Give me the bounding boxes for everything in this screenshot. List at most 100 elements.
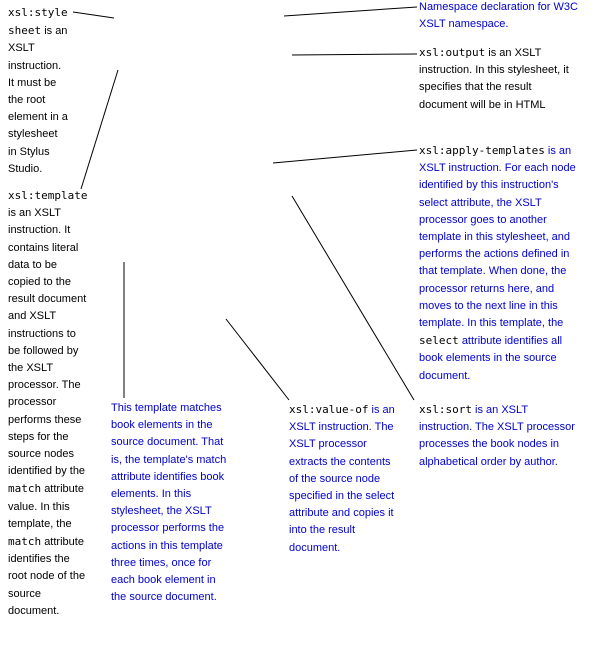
leader-line-output	[291, 53, 418, 56]
code-xsl-style: xsl:style	[8, 6, 68, 19]
note-line: data to be	[8, 258, 57, 271]
note-line: book elements in the	[111, 419, 213, 432]
note-text: is an XSLT	[488, 47, 542, 59]
note-line: actions in this template	[111, 539, 223, 552]
note-text: is an	[44, 25, 68, 38]
note-line: specifies that the result	[419, 81, 532, 94]
code-xsl-output: xsl:output	[419, 46, 486, 59]
note-output: xsl:output is an XSLT instruction. In th…	[419, 44, 599, 114]
note-line: source nodes	[8, 448, 75, 461]
note-line: identified by this instruction's	[419, 179, 559, 192]
leader-line-stylesheet	[72, 11, 115, 19]
note-line: processor. The	[8, 379, 81, 392]
code-sheet: sheet	[8, 24, 42, 38]
note-line: be followed by	[8, 344, 79, 357]
leader-line-namespace	[283, 6, 418, 17]
note-line: stylesheet, the XSLT	[111, 505, 212, 518]
note-text: is an	[371, 404, 395, 416]
note-line: It must be	[8, 76, 57, 89]
note-line: result document	[8, 293, 87, 306]
note-line: is, the template's match	[111, 453, 227, 466]
note-line: processor goes to another	[419, 213, 547, 226]
note-line: template in this stylesheet, and	[419, 231, 571, 244]
note-line: identified by the	[8, 465, 86, 478]
note-line: moves to the next line in this	[419, 299, 558, 312]
note-stylesheet: xsl:style sheet is an XSLT instruction. …	[8, 4, 88, 178]
note-line: instruction. The XSLT processor	[419, 421, 575, 434]
code-xsl-apply-templates: xsl:apply-templates	[419, 144, 545, 157]
note-line: stylesheet	[8, 128, 58, 141]
note-line: attribute and copies it	[289, 507, 394, 520]
note-line: attribute identifies book	[111, 470, 225, 483]
note-line: that template. When done, the	[419, 265, 567, 278]
code-xsl-template: xsl:template	[8, 189, 88, 202]
note-text: attribute	[44, 483, 84, 496]
note-line: root node of the	[8, 570, 86, 583]
note-line: instructions to	[8, 327, 76, 340]
note-text: attribute	[44, 536, 84, 549]
note-line: Studio.	[8, 162, 43, 175]
note-line: instruction. In this stylesheet, it	[419, 64, 569, 77]
note-line: processor returns here, and	[419, 282, 555, 295]
note-line: template, the	[8, 517, 72, 530]
leader-line-sort	[291, 195, 415, 401]
note-line: elements. In this	[111, 488, 192, 501]
note-line: book elements in the source	[419, 352, 557, 365]
note-line: processor performs the	[111, 522, 225, 535]
note-line: extracts the contents	[289, 455, 391, 468]
note-text: attribute identifies all	[461, 335, 563, 348]
note-line: the source document.	[111, 591, 217, 604]
note-line: document.	[289, 541, 341, 554]
note-line: processor	[8, 396, 57, 409]
note-text: is an XSLT	[475, 404, 529, 416]
note-match-template: This template matches book elements in t…	[111, 400, 246, 606]
note-line: the XSLT	[8, 362, 54, 375]
leader-line-apply-templates	[272, 149, 418, 164]
note-line: XSLT	[8, 42, 35, 55]
note-template: xsl:template is an XSLT instruction. It …	[8, 187, 98, 620]
note-line: each book element in	[111, 574, 216, 587]
note-line: of the source node	[289, 472, 381, 485]
note-line: XSLT processor	[289, 438, 367, 451]
note-line: is an XSLT	[8, 207, 61, 220]
note-text: is an	[547, 145, 572, 157]
note-sort: xsl:sort is an XSLT instruction. The XSL…	[419, 401, 599, 471]
note-line: specified in the select	[289, 490, 395, 503]
note-line: contains literal	[8, 241, 79, 254]
note-line: three times, once for	[111, 556, 212, 569]
note-namespace: Namespace declaration for W3C XSLT names…	[419, 0, 599, 33]
note-line: and XSLT	[8, 310, 57, 323]
note-line: identifies the	[8, 553, 70, 566]
note-line: in Stylus	[8, 145, 50, 158]
code-xsl-sort: xsl:sort	[419, 403, 472, 416]
note-line: document.	[419, 369, 471, 382]
note-value-of: xsl:value-of is an XSLT instruction. The…	[289, 401, 414, 557]
note-apply-templates: xsl:apply-templates is an XSLT instructi…	[419, 142, 599, 385]
leader-line-template	[80, 69, 119, 190]
note-line: alphabetical order by author.	[419, 455, 558, 468]
leader-line-value-of	[225, 318, 290, 401]
code-select: select	[419, 334, 459, 348]
note-line: source	[8, 587, 42, 600]
note-line: Namespace declaration for W3C	[419, 1, 578, 13]
code-xsl-value-of: xsl:value-of	[289, 403, 369, 416]
note-line: document.	[8, 604, 60, 617]
code-match: match	[8, 535, 42, 549]
note-line: XSLT instruction. The	[289, 421, 394, 434]
note-line: XSLT namespace.	[419, 18, 509, 31]
note-line: performs these	[8, 413, 82, 426]
note-line: steps for the	[8, 430, 69, 443]
note-line: template. In this template, the	[419, 317, 564, 330]
note-line: into the result	[289, 524, 356, 537]
note-line: XSLT instruction. For each node	[419, 162, 576, 175]
note-line: select attribute, the XSLT	[419, 196, 542, 209]
note-line: value. In this	[8, 500, 70, 513]
note-line: document will be in HTML	[419, 98, 546, 111]
note-line: processes the book nodes in	[419, 438, 560, 451]
code-match: match	[8, 482, 42, 496]
note-line: source document. That	[111, 436, 224, 449]
note-line: element in a	[8, 111, 68, 124]
note-line: copied to the	[8, 276, 71, 289]
note-line: instruction.	[8, 59, 62, 72]
